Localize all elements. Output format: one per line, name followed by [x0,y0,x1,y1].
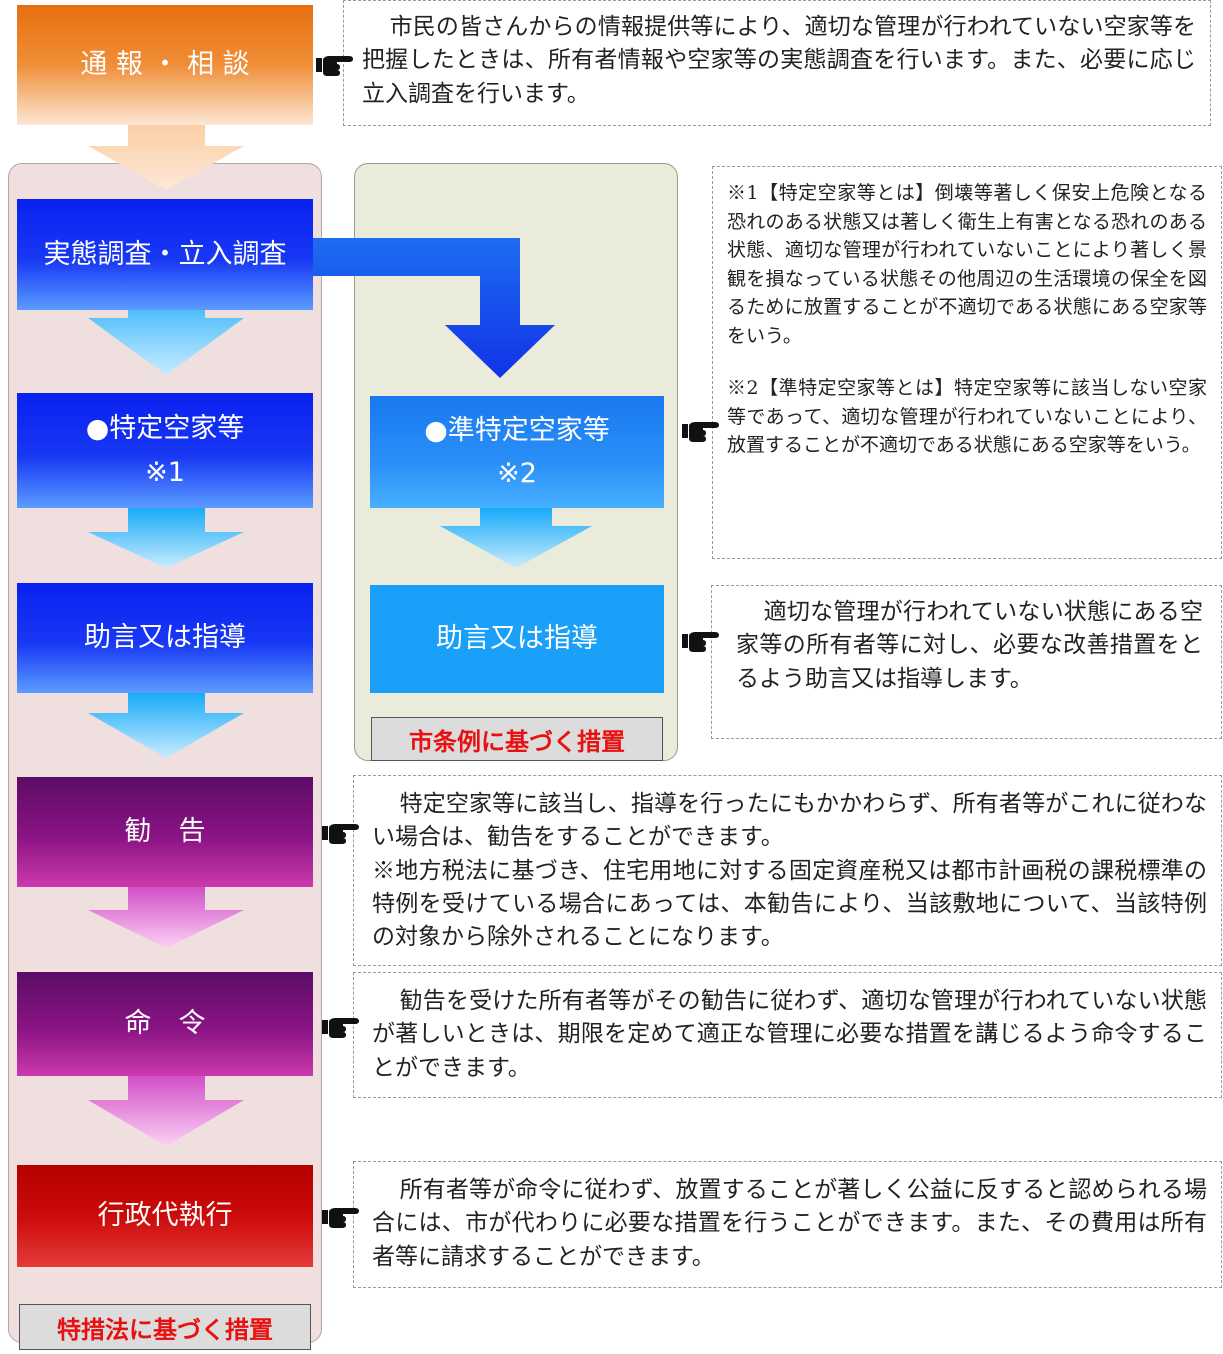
definition-semi-text: ※2【準特定空家等とは】特定空家等に該当しない空家等であって、適切な管理が行われ… [727,377,1207,456]
report-note: 市民の皆さんからの情報提供等により、適切な管理が行われていない空家等を把握したと… [343,0,1211,126]
advice-guidance-label-left: 助言又は指導 [84,622,246,654]
report-note-text: 市民の皆さんからの情報提供等により、適切な管理が行われていない空家等を把握したと… [362,14,1196,107]
recommendation-note-text: 特定空家等に該当し、指導を行ったにもかかわらず、所有者等がこれに従わない場合は、… [372,791,1207,851]
semi-specific-vacant-label: ●準特定空家等 [424,414,610,446]
arrow-specific-to-advice [88,508,244,568]
administrative-execution-box: 行政代執行 [17,1165,313,1267]
pointing-hand-icon [322,1208,359,1228]
recommendation-note-subtext: ※地方税法に基づき、住宅用地に対する固定資産税又は都市計画税の課税標準の特例を受… [372,857,1207,951]
execution-note-text: 所有者等が命令に従わず、放置することが著しく公益に反すると認められる場合には、市… [372,1177,1207,1270]
definition-specific-text: ※1【特定空家等とは】倒壊等著しく保安上危険となる恐れのある状態又は著しく衛生上… [727,182,1207,347]
arrow-order-to-execution [88,1076,244,1146]
recommendation-note: 特定空家等に該当し、指導を行ったにもかかわらず、所有者等がこれに従わない場合は、… [353,775,1222,966]
arrow-semi-to-advice [440,508,592,568]
survey-box: 実態調査・立入調査 [17,199,313,310]
city-ordinance-tag-label: 市条例に基づく措置 [409,727,625,756]
order-note: 勧告を受けた所有者等がその勧告に従わず、適切な管理が行われていない状態が著しいと… [353,972,1222,1098]
special-law-tag: 特措法に基づく措置 [19,1304,311,1350]
arrow-recommend-to-order [88,887,244,948]
arrow-survey-to-semi [312,238,555,378]
pointing-hand-icon [316,56,353,76]
report-consult-box: 通 報 ・ 相 談 [17,5,313,125]
pointing-hand-icon [682,632,719,652]
arrow-advice-to-recommend [88,693,244,758]
advice-guidance-box-right: 助言又は指導 [370,585,664,693]
pointing-hand-icon [322,1018,359,1038]
specific-vacant-label: ●特定空家等 [85,413,245,445]
semi-specific-vacant-box: ●準特定空家等 ※2 [370,396,664,508]
advice-note: 適切な管理が行われていない状態にある空家等の所有者等に対し、必要な改善措置をとる… [711,585,1222,739]
pointing-hand-icon [322,824,359,844]
order-label: 命 令 [124,1008,206,1040]
definitions-note: ※1【特定空家等とは】倒壊等著しく保安上危険となる恐れのある状態又は著しく衛生上… [712,166,1222,559]
special-law-tag-label: 特措法に基づく措置 [57,1315,273,1344]
advice-note-text: 適切な管理が行われていない状態にある空家等の所有者等に対し、必要な改善措置をとる… [736,599,1203,692]
survey-label: 実態調査・立入調査 [43,238,287,270]
recommendation-label: 勧 告 [124,816,206,848]
order-box: 命 令 [17,972,313,1076]
order-note-text: 勧告を受けた所有者等がその勧告に従わず、適切な管理が行われていない状態が著しいと… [372,988,1207,1081]
city-ordinance-tag: 市条例に基づく措置 [371,717,663,761]
recommendation-box: 勧 告 [17,777,313,887]
report-consult-label: 通 報 ・ 相 談 [80,49,250,81]
advice-guidance-box-left: 助言又は指導 [17,583,313,693]
execution-note: 所有者等が命令に従わず、放置することが著しく公益に反すると認められる場合には、市… [353,1161,1222,1288]
specific-vacant-box: ●特定空家等 ※1 [17,393,313,508]
pointing-hand-icon [682,422,719,442]
arrow-report-to-survey [88,125,244,190]
specific-vacant-note-ref: ※1 [145,456,185,488]
semi-specific-vacant-note-ref: ※2 [497,458,537,489]
advice-guidance-label-right: 助言又は指導 [436,623,598,655]
administrative-execution-label: 行政代執行 [97,1200,233,1232]
